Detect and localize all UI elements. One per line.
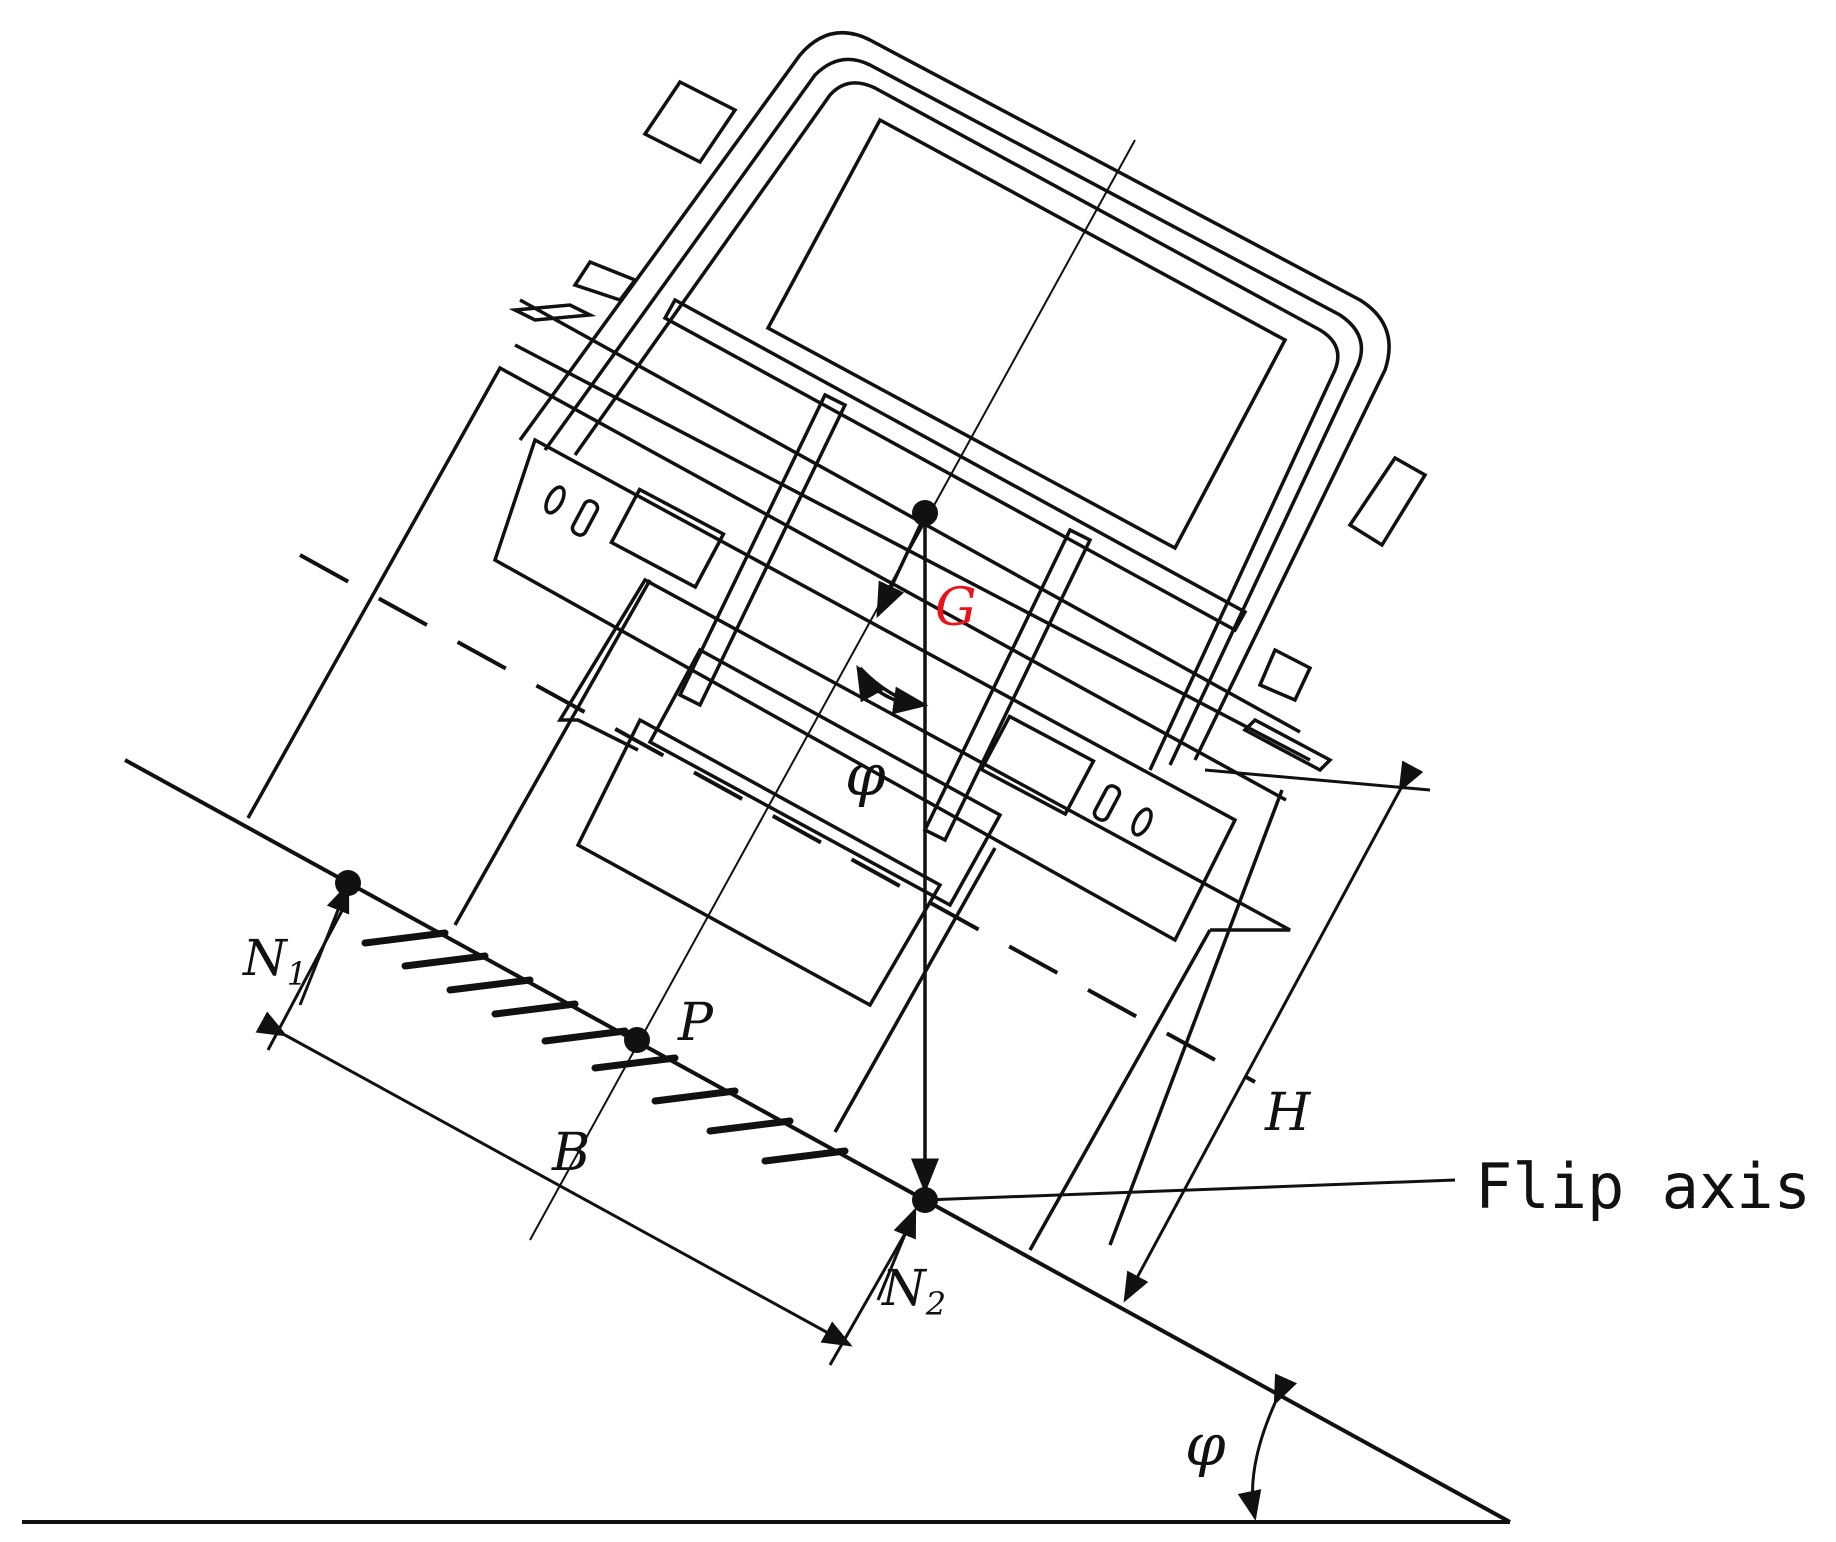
label-h: H <box>1264 1083 1312 1143</box>
body-axis <box>529 139 1136 1241</box>
point-p <box>624 1027 650 1053</box>
gravity-vector <box>856 514 939 1194</box>
dimension-h <box>1123 760 1431 1303</box>
angle-arc <box>1237 1373 1297 1521</box>
label-n2: N2 <box>881 1259 946 1323</box>
label-g: G <box>935 578 977 638</box>
point-flip <box>912 1187 938 1213</box>
label-b: B <box>551 1123 590 1183</box>
label-phi-bottom: φ <box>1185 1411 1226 1479</box>
incline-hatching <box>361 929 849 1165</box>
vehicle-cabin <box>492 31 1428 1008</box>
point-n1 <box>335 870 361 896</box>
key-points <box>335 500 938 1213</box>
label-phi-top: φ <box>845 741 886 809</box>
vehicle-body <box>246 365 1291 1251</box>
flip-axis-leader <box>924 1178 1456 1202</box>
normal-forces <box>298 882 917 1301</box>
dimension-b <box>255 904 912 1366</box>
label-p: P <box>677 993 714 1053</box>
point-g <box>912 500 938 526</box>
label-flip-axis: Flip axis <box>1475 1150 1811 1223</box>
label-n1: N1 <box>242 929 307 993</box>
